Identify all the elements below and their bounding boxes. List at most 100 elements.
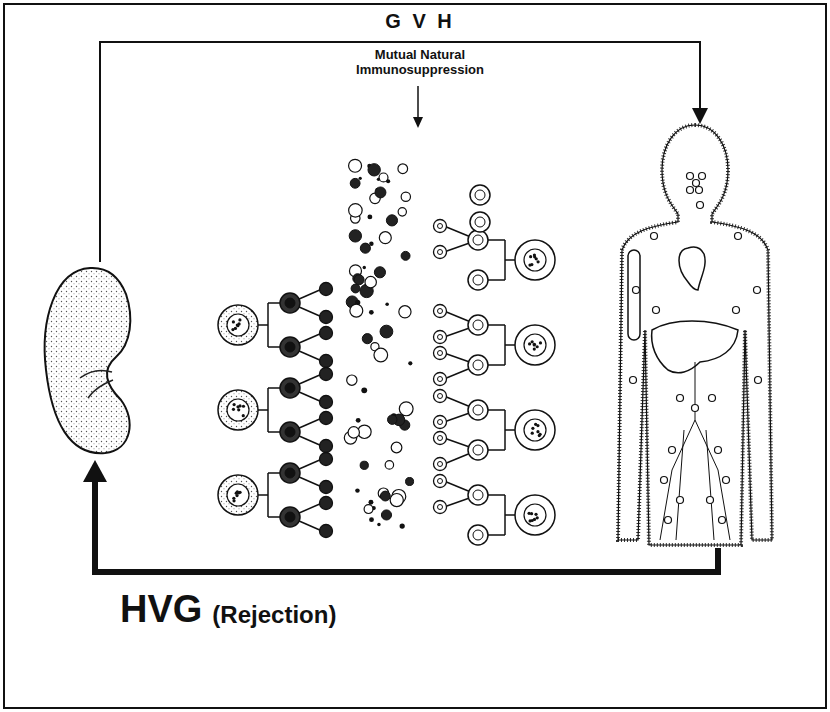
granule <box>536 430 539 433</box>
granule <box>531 427 534 430</box>
lymphocyte <box>468 230 488 250</box>
branch-line <box>268 516 280 518</box>
lymph-node <box>669 447 676 454</box>
gvh-label: G V H <box>340 10 500 33</box>
nucleus <box>438 479 443 484</box>
large-cell <box>515 495 555 535</box>
small-cell <box>320 525 333 538</box>
debris <box>347 375 357 385</box>
lymph-node <box>630 377 637 384</box>
lymph-node <box>651 233 658 240</box>
lymph-node <box>697 202 704 209</box>
lymph-node <box>687 173 694 180</box>
lymphocyte <box>280 337 300 357</box>
small-cell <box>320 440 333 453</box>
debris <box>398 164 408 174</box>
lymph-node <box>633 287 640 294</box>
granule <box>533 343 536 346</box>
granule <box>533 343 536 346</box>
granule <box>535 257 538 260</box>
small-cell <box>320 327 333 340</box>
nucleus <box>438 224 443 229</box>
lymph-node <box>709 395 716 402</box>
debris <box>385 461 393 469</box>
pointer-arrow <box>413 86 423 128</box>
small-cell <box>434 390 447 403</box>
debris <box>369 310 374 315</box>
branch-line <box>488 409 505 411</box>
lymph-node <box>665 517 672 524</box>
nucleus <box>227 484 249 506</box>
small-cell <box>320 412 333 425</box>
granule <box>530 263 533 266</box>
small-cell <box>434 331 447 344</box>
nucleus <box>285 468 295 478</box>
debris <box>377 523 380 526</box>
nucleus <box>473 235 483 245</box>
branch-line <box>268 302 280 304</box>
granule <box>232 408 235 411</box>
lymph-nodes <box>630 173 762 524</box>
nucleus <box>285 342 295 352</box>
granule <box>233 403 236 406</box>
branch-line <box>268 472 280 474</box>
suppression-label: Mutual Natural Immunosuppression <box>345 48 495 78</box>
nucleus <box>475 217 485 227</box>
debris <box>398 208 406 216</box>
lymph-node <box>755 377 762 384</box>
nucleus <box>473 320 483 330</box>
large-cell <box>515 410 555 450</box>
lymphocyte <box>468 440 488 460</box>
debris <box>360 461 368 469</box>
lymphocyte <box>470 185 490 205</box>
nucleus <box>438 436 443 441</box>
branch-line <box>488 364 505 366</box>
granule <box>539 341 542 344</box>
nucleus <box>524 334 546 356</box>
branch-line <box>258 494 268 496</box>
debris <box>377 178 380 181</box>
granule <box>238 404 241 407</box>
debris <box>367 215 372 220</box>
granule <box>234 327 237 330</box>
debris <box>363 266 366 269</box>
branch-line <box>488 279 505 281</box>
nucleus <box>473 490 483 500</box>
branch-line <box>268 431 280 433</box>
nucleus <box>285 298 295 308</box>
small-cell <box>434 305 447 318</box>
branch-line <box>505 429 515 431</box>
granule <box>235 492 238 495</box>
nucleus <box>227 399 249 421</box>
large-cell <box>515 325 555 365</box>
granule <box>534 513 537 516</box>
branch-line <box>504 410 506 450</box>
lymphocyte <box>468 270 488 290</box>
branch-line <box>505 344 515 346</box>
granule <box>237 408 240 411</box>
branch-line <box>258 324 268 326</box>
debris <box>356 418 361 423</box>
frame <box>4 4 826 708</box>
small-cell <box>320 368 333 381</box>
nucleus <box>227 314 249 336</box>
lymphocyte <box>468 355 488 375</box>
small-cell <box>434 432 447 445</box>
granule <box>527 512 530 515</box>
debris <box>401 251 410 260</box>
branch-line <box>268 346 280 348</box>
debris <box>349 159 362 172</box>
debris <box>379 232 391 244</box>
large-cell <box>218 305 258 345</box>
small-cell <box>320 311 333 324</box>
lymphocyte <box>468 315 488 335</box>
nucleus <box>473 530 483 540</box>
branch-line <box>505 514 515 516</box>
small-cell <box>434 246 447 259</box>
branch-line <box>488 239 505 241</box>
small-cell <box>320 453 333 466</box>
granule <box>534 423 537 426</box>
branch-line <box>504 240 506 280</box>
debris <box>381 510 391 520</box>
lymph-node <box>699 173 706 180</box>
